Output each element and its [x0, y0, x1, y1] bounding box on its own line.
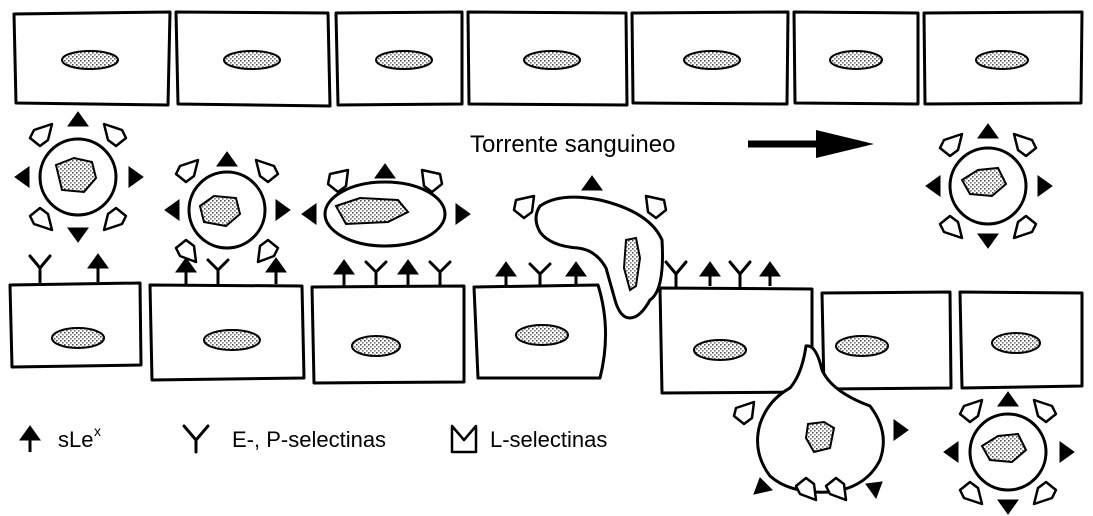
leukocyte-adherent [301, 163, 471, 248]
endothelial-cell [472, 283, 607, 380]
legend-l-selectin: L-selectinas [450, 424, 607, 454]
endothelial-cell [958, 290, 1084, 390]
legend-ep-selectin: E-, P-selectinas [182, 424, 386, 454]
leukocyte-free-bottom-right [943, 391, 1075, 515]
endothelial-cell [12, 10, 172, 107]
endothelial-cell [792, 10, 920, 106]
endothelial-cell [334, 10, 464, 107]
leukocyte-transmigrating [512, 175, 668, 320]
endothelial-cell [310, 284, 466, 385]
y-selectin-icon [182, 424, 210, 454]
bottom-endothelium [8, 281, 1084, 395]
leukocyte-rolling [164, 151, 291, 264]
endothelial-cell [820, 290, 953, 391]
top-endothelium [12, 10, 1084, 108]
endothelial-cell [466, 10, 629, 107]
legend-slex: sLe x [19, 423, 101, 452]
leukocyte-extravasated [732, 344, 909, 502]
endothelial-cell [8, 281, 143, 369]
endothelial-receptors [28, 253, 781, 288]
l-selectin-icon [450, 424, 478, 454]
leukocyte-free-right [925, 123, 1053, 249]
endothelial-cell [922, 10, 1084, 106]
leukocyte-free-left [14, 111, 144, 243]
legend: sLe x E-, P-selectinas L-selectinas [19, 423, 607, 454]
endothelial-cell [148, 283, 306, 382]
flow-arrow [748, 130, 874, 158]
endothelial-cell [174, 10, 332, 108]
flow-label: Torrente sanguineo [470, 131, 675, 158]
legend-slex-label: sLe [58, 427, 93, 452]
endothelial-cell [658, 286, 814, 395]
legend-ep-selectin-label: E-, P-selectinas [232, 427, 386, 452]
endothelial-cell [630, 10, 790, 106]
legend-l-selectin-label: L-selectinas [490, 427, 607, 452]
slex-arrow-icon [19, 425, 41, 441]
legend-slex-superscript: x [94, 423, 101, 439]
